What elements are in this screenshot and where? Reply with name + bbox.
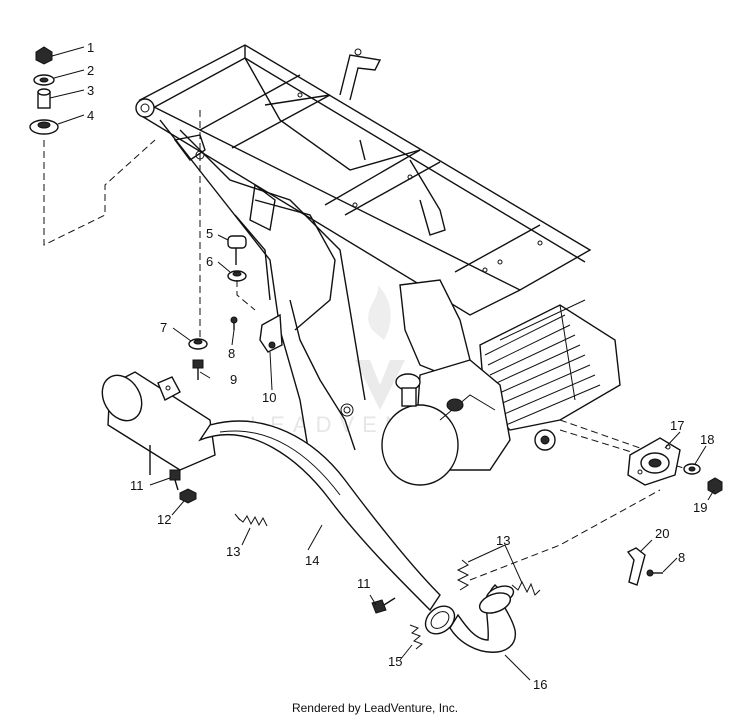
- callout-13-left: 13: [226, 544, 240, 559]
- callout-6: 6: [206, 254, 213, 269]
- callout-11-lower: 11: [357, 576, 371, 591]
- callout-18: 18: [700, 432, 714, 447]
- callout-2: 2: [87, 63, 94, 78]
- hardware-parts: [29, 46, 723, 650]
- callout-4: 4: [87, 108, 94, 123]
- callout-17: 17: [670, 418, 684, 433]
- callout-8-right: 8: [678, 550, 685, 565]
- callout-10: 10: [262, 390, 276, 405]
- callout-20: 20: [655, 526, 669, 541]
- callout-3: 3: [87, 83, 94, 98]
- render-credit: Rendered by LeadVenture, Inc.: [291, 701, 459, 715]
- spring-right: [511, 580, 541, 596]
- callout-1: 1: [87, 40, 94, 55]
- leader-lines: [49, 46, 715, 681]
- callout-16: 16: [533, 677, 547, 692]
- callout-9: 9: [230, 372, 237, 387]
- callout-19: 19: [693, 500, 707, 515]
- callout-15: 15: [388, 654, 402, 669]
- callout-11-left: 11: [130, 478, 144, 493]
- spring-mid: [456, 559, 470, 591]
- callout-7: 7: [160, 320, 167, 335]
- callout-12: 12: [157, 512, 171, 527]
- muffler-assembly: [101, 371, 661, 653]
- frame: [135, 44, 592, 461]
- callout-14: 14: [305, 553, 319, 568]
- spring-left: [234, 513, 268, 527]
- callout-labels: 1 2 3 4 5 6 7 8 9 10 11 12 13 14 11 13 1…: [87, 40, 714, 692]
- callout-13-right: 13: [496, 533, 510, 548]
- callout-5: 5: [206, 226, 213, 241]
- callout-8-upper: 8: [228, 346, 235, 361]
- engine: [381, 279, 691, 486]
